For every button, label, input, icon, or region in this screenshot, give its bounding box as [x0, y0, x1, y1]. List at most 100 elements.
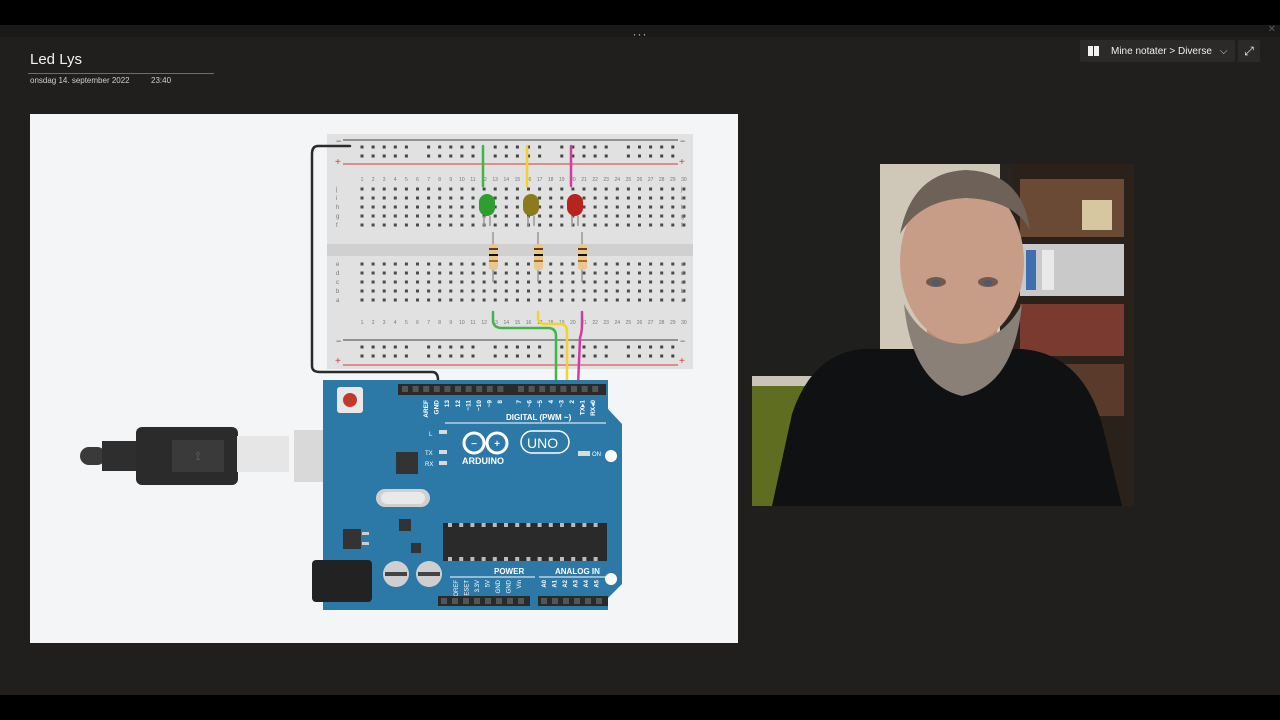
analog-pin-label: A3 — [574, 579, 580, 587]
column-number: 17 — [537, 177, 543, 183]
column-number: 15 — [515, 177, 521, 183]
column-number: 23 — [603, 177, 609, 183]
chip-pin — [537, 523, 542, 527]
breadboard-hole — [404, 196, 408, 200]
breadboard-hole — [538, 214, 542, 218]
circuit-svg: ⟟ 11223344556677889910101111121213131414… — [80, 134, 693, 610]
column-number: 4 — [394, 177, 397, 183]
atmega-chip — [443, 523, 607, 561]
breadboard-hole — [460, 289, 464, 293]
header-pin — [592, 386, 599, 392]
breadboard-hole — [638, 262, 641, 266]
breadboard-hole — [538, 289, 542, 293]
breadboard-hole — [593, 214, 597, 218]
breadboard-hole — [460, 298, 464, 302]
breadboard-hole — [560, 262, 564, 266]
notebook-breadcrumb-button[interactable]: Mine notater > Diverse ⌵ — [1080, 40, 1236, 62]
breadboard-hole — [416, 223, 419, 227]
breadboard-hole — [371, 289, 375, 293]
breadboard-hole — [504, 187, 508, 191]
breadboard-hole — [471, 271, 475, 275]
rail-hole — [404, 154, 408, 158]
header-pin — [549, 386, 556, 392]
column-number: 1 — [361, 320, 364, 326]
row-letter: b — [336, 289, 340, 295]
close-icon[interactable]: ✕ — [1267, 24, 1276, 35]
breadboard-hole — [638, 214, 641, 218]
breadboard-hole — [493, 187, 497, 191]
header-pin — [441, 598, 447, 604]
breadboard-hole — [560, 205, 564, 209]
rail-hole — [404, 345, 408, 349]
voltage-regulator — [396, 452, 418, 474]
arduino-brand: ARDUINO — [462, 456, 504, 466]
column-number: 18 — [548, 177, 554, 183]
column-number: 26 — [637, 320, 643, 326]
chip-pin — [548, 557, 553, 561]
breadboard-hole — [515, 262, 519, 266]
breadboard-hole — [638, 187, 641, 191]
breadboard-hole — [571, 298, 575, 302]
breadboard-hole — [371, 214, 375, 218]
breadboard-hole — [504, 214, 508, 218]
column-number: 9 — [449, 320, 452, 326]
chip-pin — [470, 557, 475, 561]
breadboard-hole — [626, 196, 630, 200]
rail-hole — [582, 145, 586, 149]
rail-hole — [538, 154, 542, 158]
digital-pin-label: RX◂0 — [590, 400, 597, 416]
breadboard-hole — [404, 289, 408, 293]
breadboard-hole — [604, 223, 608, 227]
breadboard: 1122334455667788991010111112121313141415… — [327, 134, 693, 369]
header-pin — [496, 598, 502, 604]
rail-hole — [493, 154, 497, 158]
breadboard-hole — [515, 205, 519, 209]
chip-pin — [459, 523, 464, 527]
chip-pin — [560, 557, 564, 561]
breadboard-hole — [382, 280, 386, 284]
rail-hole — [560, 145, 564, 149]
breadboard-hole — [527, 262, 530, 266]
breadboard-hole — [404, 214, 408, 218]
breadboard-hole — [682, 280, 686, 284]
breadboard-hole — [427, 187, 431, 191]
page-title[interactable]: Led Lys — [30, 51, 82, 68]
rail-hole — [449, 354, 453, 358]
column-number: 6 — [416, 177, 419, 183]
column-number: 21 — [581, 320, 587, 326]
breadboard-hole — [682, 214, 686, 218]
header-pin — [541, 598, 547, 604]
rail-hole — [493, 145, 497, 149]
breadboard-hole — [527, 298, 530, 302]
chip-pin — [515, 557, 520, 561]
breadboard-hole — [515, 289, 519, 293]
breadboard-hole — [449, 214, 453, 218]
column-number: 7 — [427, 177, 430, 183]
title-underline — [28, 73, 214, 74]
breadboard-hole — [438, 262, 442, 266]
breadboard-hole — [593, 280, 597, 284]
rail-hole — [460, 154, 464, 158]
rail-hole — [593, 154, 597, 158]
window-grab-handle[interactable]: ··· — [0, 25, 1280, 40]
breadboard-hole — [515, 280, 519, 284]
row-letter: j — [680, 187, 682, 193]
column-number: 11 — [470, 177, 475, 183]
breadboard-hole — [360, 262, 364, 266]
column-number: 6 — [416, 320, 419, 326]
rail-hole — [671, 145, 675, 149]
rail-hole — [427, 145, 431, 149]
rail-hole — [560, 354, 564, 358]
rail-hole — [638, 345, 641, 349]
breadboard-hole — [482, 289, 486, 293]
breadboard-hole — [493, 214, 497, 218]
breadboard-hole — [382, 289, 386, 293]
row-letter: c — [681, 280, 684, 286]
column-number: 13 — [492, 320, 498, 326]
rail-hole — [471, 145, 475, 149]
expand-icon[interactable]: ⤢ — [1238, 40, 1260, 62]
breadboard-hole — [626, 262, 630, 266]
breadboard-hole — [416, 271, 419, 275]
leds — [479, 194, 583, 226]
rail-hole — [438, 345, 442, 349]
